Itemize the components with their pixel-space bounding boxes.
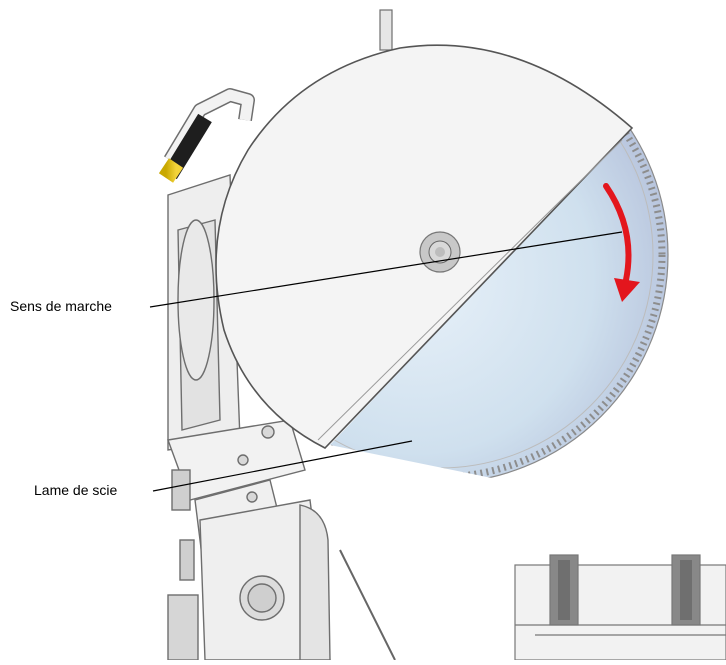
dust-hose: [158, 88, 255, 183]
direction-label: Sens de marche: [10, 298, 112, 314]
arbor-nut: [419, 231, 461, 273]
blade-leader-line: [152, 440, 413, 492]
blade-label: Lame de scie: [34, 482, 118, 498]
handle-rod: [379, 9, 393, 51]
saw-arm-body: [167, 174, 331, 661]
rotation-arrow: [603, 183, 640, 302]
support-rod: [339, 549, 396, 661]
workpiece-clamp: [514, 554, 726, 661]
direction-leader-line: [149, 231, 623, 308]
